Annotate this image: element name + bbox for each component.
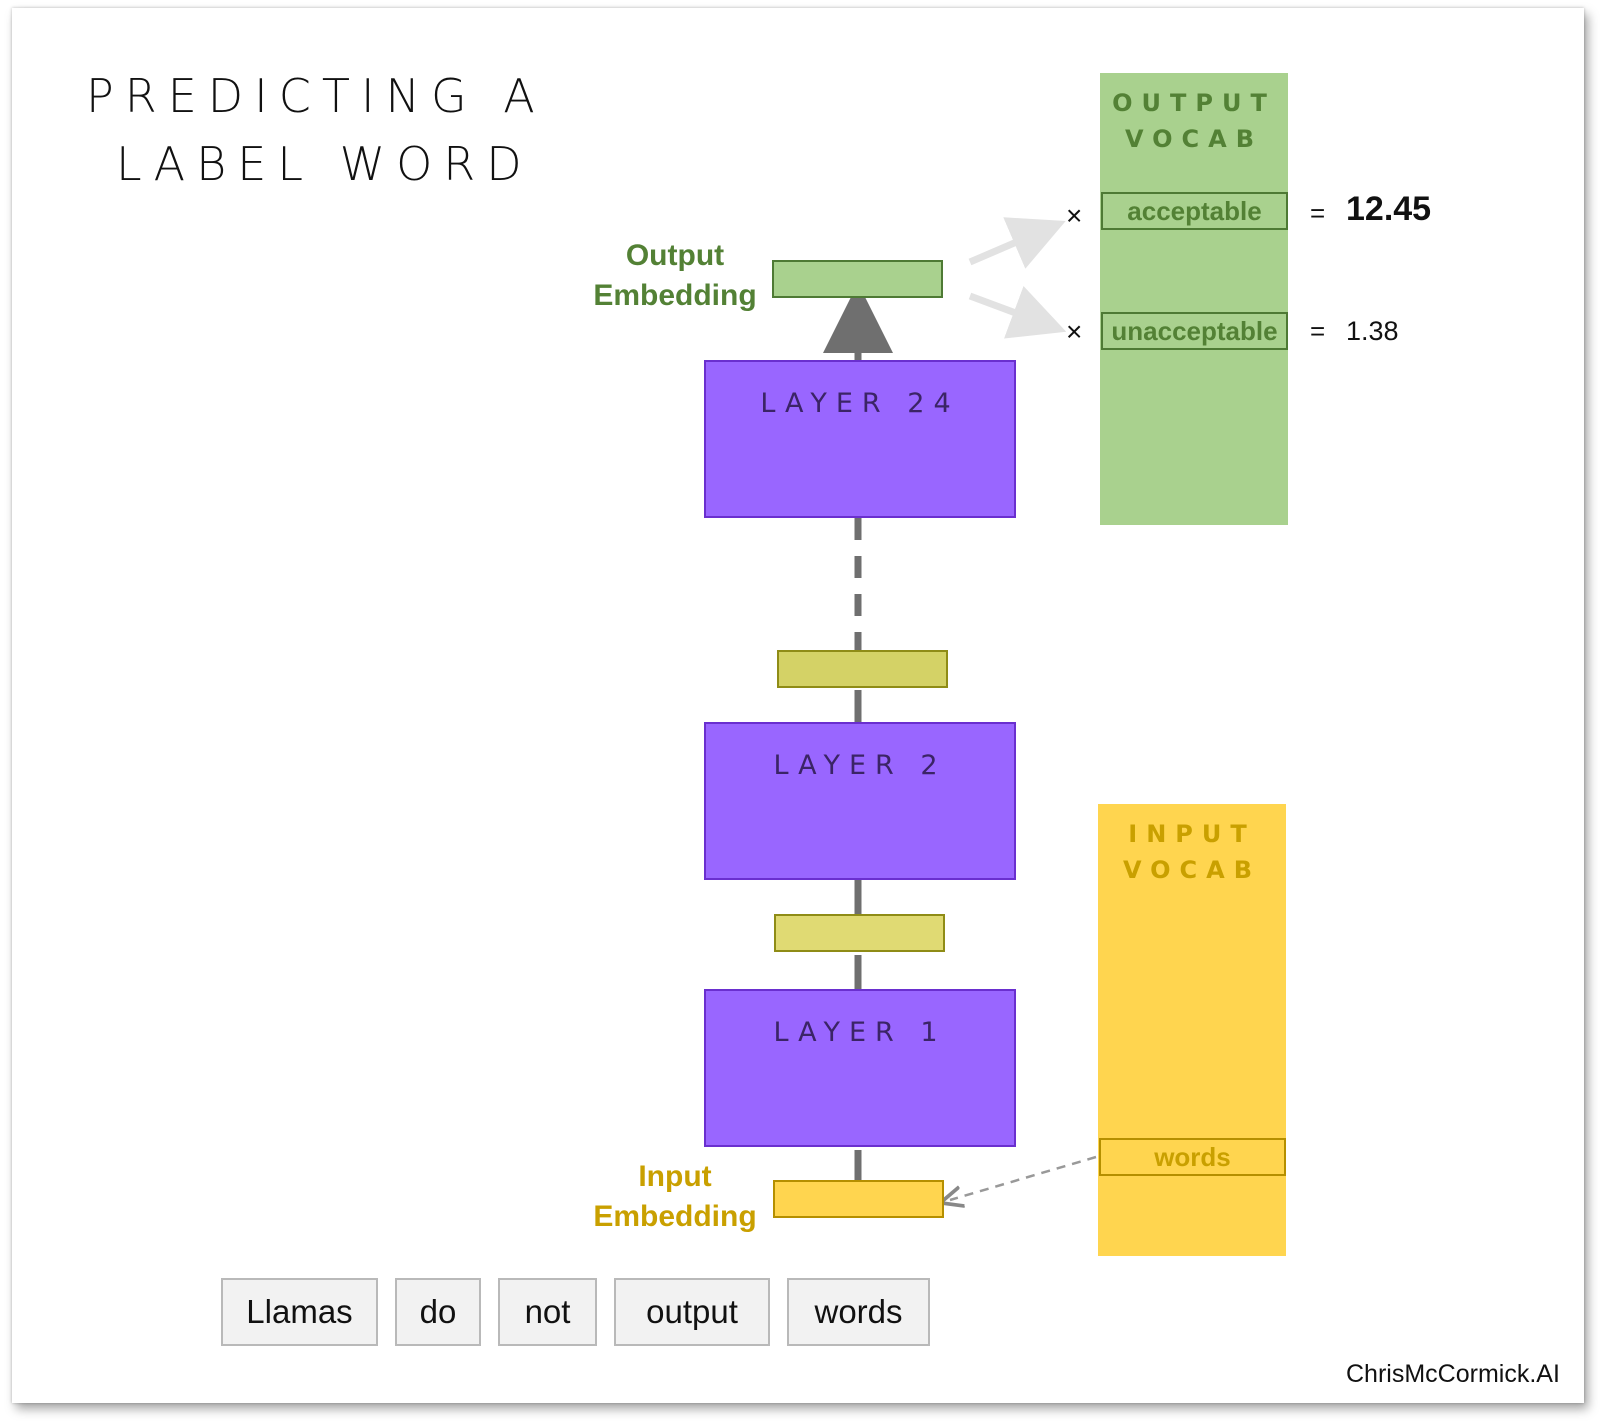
output-embedding-vector	[772, 260, 943, 298]
vocab-entry-acceptable: acceptable	[1101, 192, 1288, 230]
input-vocab-title-1: INPUT	[1128, 820, 1256, 848]
score-unacceptable: 1.38	[1346, 316, 1399, 346]
footer-credit: ChrisMcCormick.AI	[1346, 1360, 1560, 1388]
output-embedding-label-2: Embedding	[593, 279, 757, 312]
output-vocab-title-2: VOCAB	[1124, 125, 1264, 153]
token-llamas: Llamas	[221, 1278, 378, 1346]
output-embedding-label: Output Embedding	[590, 236, 760, 316]
arrow-to-unacceptable	[968, 286, 1067, 339]
token-do: do	[395, 1278, 481, 1346]
hidden-state-vector	[774, 914, 945, 952]
output-vocab-panel: OUTPUT VOCAB	[1100, 73, 1288, 525]
arrow-to-acceptable	[968, 217, 1066, 269]
equals-symbol: =	[1310, 198, 1326, 228]
title-line-2: LABEL WORD	[116, 137, 533, 191]
multiply-symbol: ×	[1066, 316, 1083, 347]
token-output: output	[614, 1278, 770, 1346]
layer-2-label: LAYER 2	[773, 750, 947, 781]
layer-1-label: LAYER 1	[773, 1017, 947, 1048]
token-not: not	[498, 1278, 597, 1346]
layer-2-block: LAYER 2	[704, 722, 1016, 880]
input-embedding-vector	[773, 1180, 944, 1218]
input-embedding-label: Input Embedding	[590, 1157, 760, 1237]
hidden-state-vector	[777, 650, 948, 688]
layer-24-label: LAYER 24	[760, 388, 960, 419]
title-line-1: PREDICTING A	[86, 69, 546, 123]
input-vocab-title-2: VOCAB	[1122, 856, 1262, 884]
output-vocab-title-1: OUTPUT	[1112, 89, 1276, 117]
score-acceptable: 12.45	[1346, 190, 1432, 228]
layer-24-block: LAYER 24	[704, 360, 1016, 518]
arrow-input-lookup	[950, 1155, 1097, 1200]
slide-title: PREDICTING A LABEL WORD	[86, 62, 546, 198]
input-embedding-label-2: Embedding	[593, 1200, 757, 1233]
input-vocab-entry-words: words	[1099, 1138, 1286, 1176]
multiply-symbol: ×	[1066, 200, 1083, 231]
slide-frame	[12, 8, 1584, 1403]
input-vocab-panel: INPUT VOCAB	[1098, 804, 1286, 1256]
equals-symbol: =	[1310, 316, 1326, 346]
layer-1-block: LAYER 1	[704, 989, 1016, 1147]
token-words: words	[787, 1278, 930, 1346]
input-embedding-label-1: Input	[638, 1160, 712, 1193]
output-embedding-label-1: Output	[625, 239, 725, 272]
vocab-entry-unacceptable: unacceptable	[1101, 312, 1288, 350]
